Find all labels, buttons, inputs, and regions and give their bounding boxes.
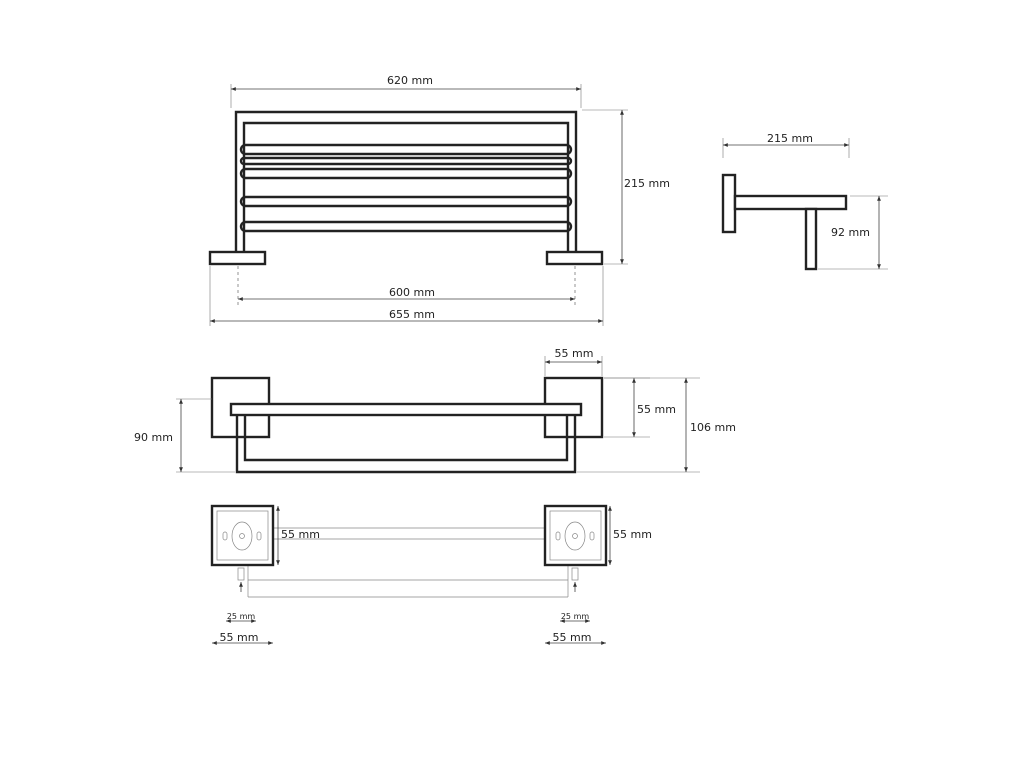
side-wall-plate xyxy=(721,173,737,234)
wall-plate-view: 55 mm 55 mm 25 mm 25 mm 55 mm 55 mm xyxy=(210,504,652,645)
top-bar xyxy=(229,402,583,417)
front-rails xyxy=(239,143,573,233)
plate-left xyxy=(210,504,275,592)
front-view: 620 mm 215 mm 600 mm 655 mm xyxy=(208,74,670,326)
dim-plate-right-width: 55 mm xyxy=(553,631,592,644)
dim-hole-left: 25 mm xyxy=(227,612,256,621)
top-view: 55 mm 55 mm 106 mm 90 mm xyxy=(134,347,736,474)
front-frame-outer xyxy=(234,110,578,252)
dim-side-215: 215 mm xyxy=(767,132,813,145)
front-base-left xyxy=(208,250,267,266)
side-drop xyxy=(804,207,818,271)
dim-plate-left-height: 55 mm xyxy=(281,528,320,541)
dim-655: 655 mm xyxy=(389,308,435,321)
dim-top-55-width: 55 mm xyxy=(555,347,594,360)
side-arm xyxy=(733,194,848,211)
top-frame-outer xyxy=(235,415,577,474)
dim-600: 600 mm xyxy=(389,286,435,299)
top-frame-inner xyxy=(243,415,569,462)
dim-plate-left-width: 55 mm xyxy=(220,631,259,644)
dim-top-106: 106 mm xyxy=(690,421,736,434)
front-base-right xyxy=(545,250,604,266)
dim-plate-right-height: 55 mm xyxy=(613,528,652,541)
dim-top-55-height: 55 mm xyxy=(637,403,676,416)
dim-top-90: 90 mm xyxy=(134,431,173,444)
side-view: 215 mm 92 mm xyxy=(721,132,888,271)
dim-215-height: 215 mm xyxy=(624,177,670,190)
dim-side-92: 92 mm xyxy=(831,226,870,239)
dim-hole-right: 25 mm xyxy=(561,612,590,621)
front-frame-inner xyxy=(242,121,570,252)
dim-620: 620 mm xyxy=(387,74,433,87)
plate-right xyxy=(543,504,608,592)
